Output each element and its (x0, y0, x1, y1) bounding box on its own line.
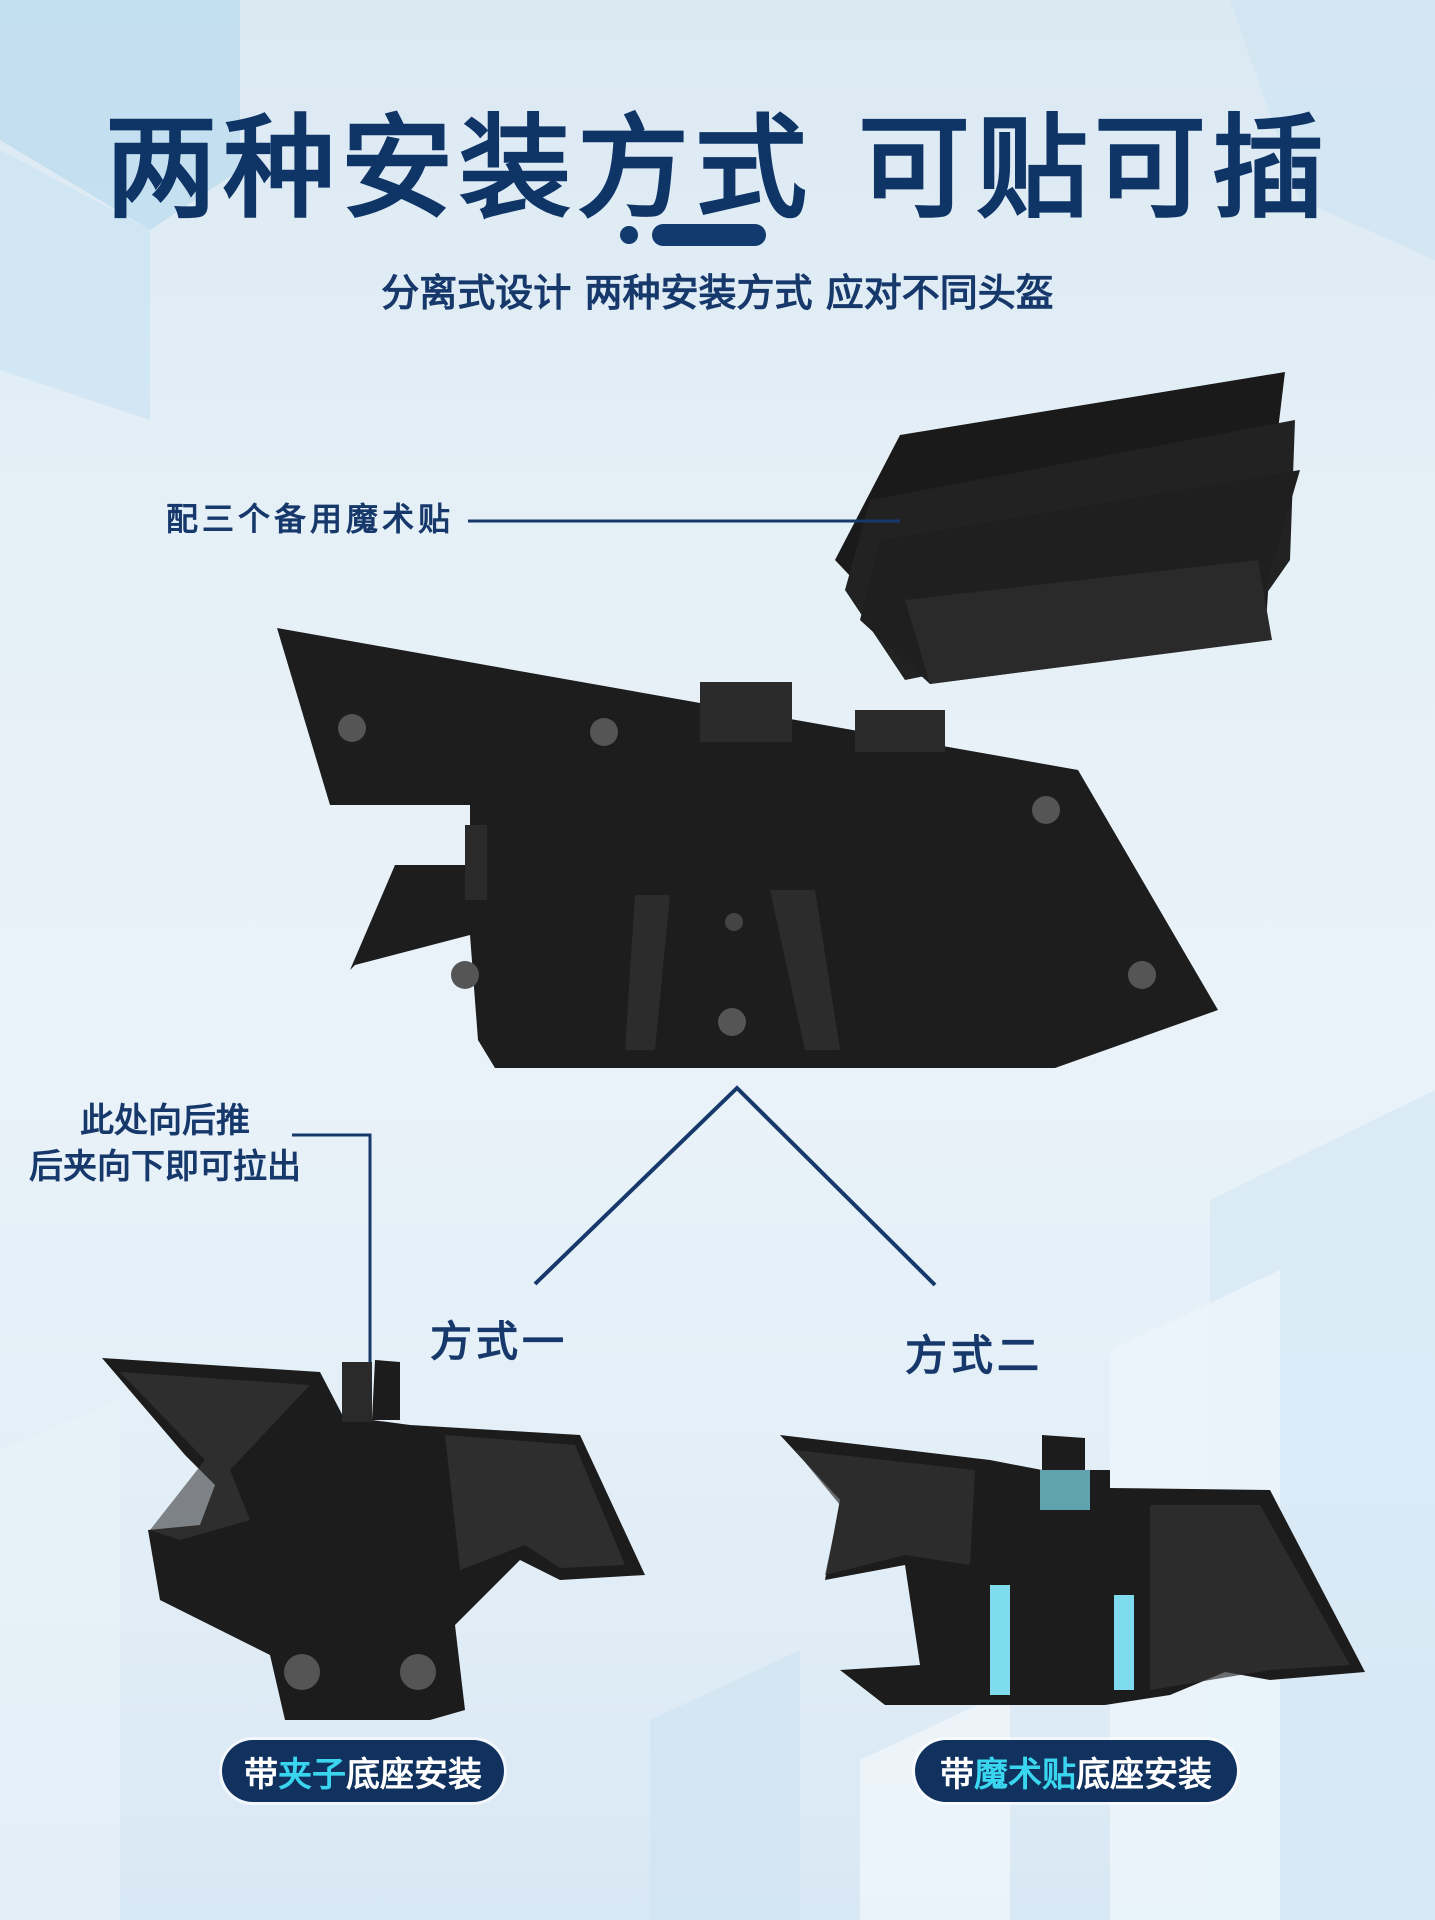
velcro-base-image (780, 1435, 1365, 1705)
method-one-label: 方式一 (430, 1317, 569, 1366)
velcro-badge-prefix: 带 (940, 1754, 974, 1795)
clip-badge-highlight: 夹子 (278, 1754, 346, 1795)
velcro-badge-highlight: 魔术贴 (974, 1754, 1076, 1795)
title-divider-bar (652, 224, 766, 246)
clip-base-badge: 带夹子底座安装 (222, 1740, 504, 1802)
velcro-spares-callout: 配三个备用魔术贴 (166, 500, 455, 538)
page-title: 两种安装方式 可贴可插 (105, 104, 1330, 234)
velcro-badge-suffix: 底座安装 (1076, 1754, 1212, 1795)
velcro-pads-image (835, 372, 1300, 684)
push-instruction-line2: 后夹向下即可拉出 (29, 1147, 301, 1187)
method-two-label: 方式二 (905, 1331, 1044, 1380)
clip-badge-suffix: 底座安装 (346, 1754, 482, 1795)
velcro-base-badge: 带魔术贴底座安装 (915, 1740, 1237, 1802)
main-mount-image (277, 628, 1218, 1068)
title-divider-dot (620, 226, 638, 244)
push-instruction-line1: 此处向后推 (80, 1101, 250, 1141)
page-subtitle: 分离式设计 两种安装方式 应对不同头盔 (381, 271, 1054, 315)
push-instruction-callout: 此处向后推 后夹向下即可拉出 (0, 1098, 330, 1190)
clip-base-image (102, 1358, 645, 1720)
clip-badge-prefix: 带 (244, 1754, 278, 1795)
